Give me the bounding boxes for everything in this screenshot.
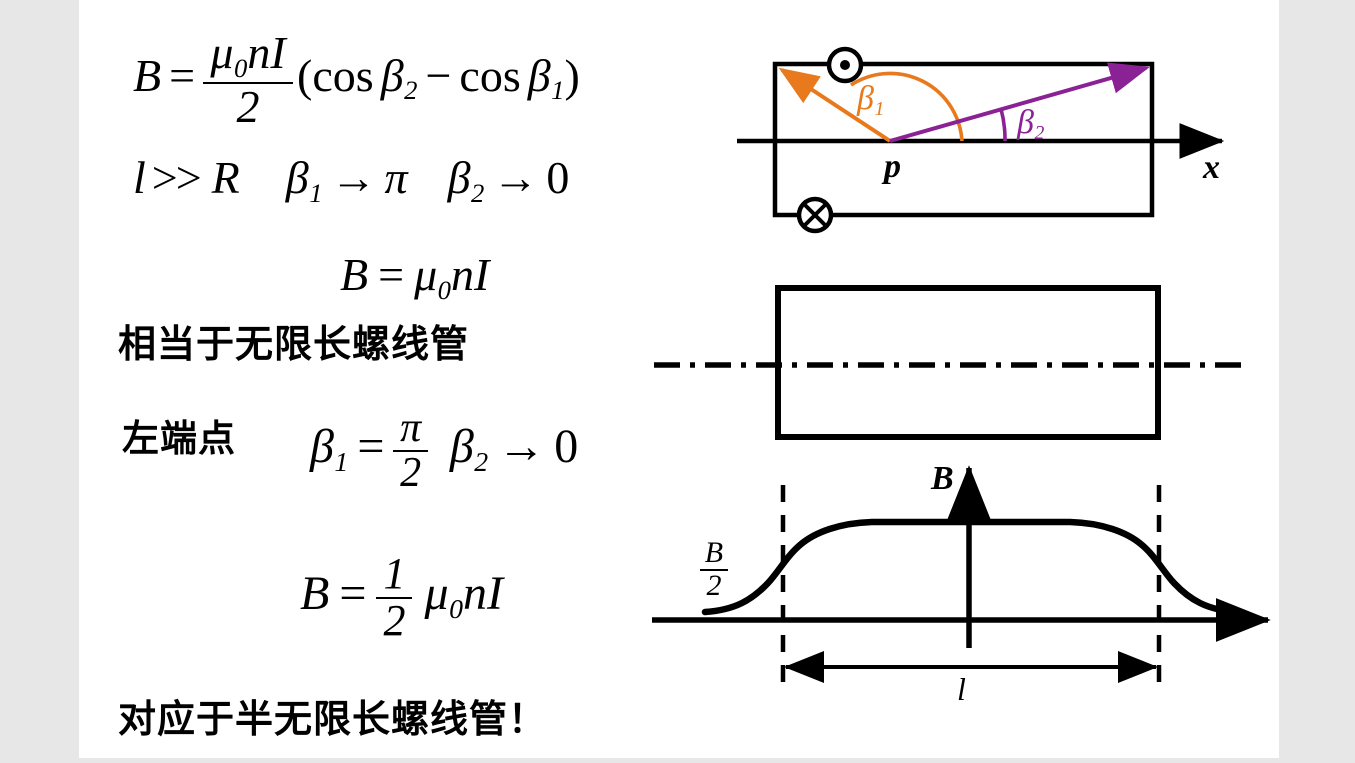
equation-left-endpoint-angles: β1= π 2 β2→0 — [310, 407, 578, 495]
half-b-denominator: 2 — [700, 568, 728, 602]
eq1-denominator: 2 — [203, 81, 294, 131]
eq2-arrow-2: → — [492, 152, 539, 203]
eq1-lhs: B — [133, 49, 162, 101]
eq1-numerator: μ0nI — [210, 27, 286, 83]
eq3-rest: nI — [451, 249, 490, 300]
label-left-endpoint: 左端点 — [122, 417, 236, 460]
half-b-label: B 2 — [700, 536, 728, 602]
length-l-label: l — [957, 671, 966, 707]
point-p-label: p — [884, 148, 901, 185]
eq3-mu: μ — [414, 249, 438, 300]
eq4-frac-num: π — [400, 405, 422, 451]
eq5-frac-den: 2 — [376, 596, 413, 644]
eq4-equals: = — [357, 419, 385, 473]
beta1-label-top: β1 — [857, 82, 884, 120]
eq2-beta-1-sub: 1 — [309, 177, 323, 208]
equation-b-equals-mu0nI: B=μ0nI — [340, 252, 489, 303]
eq2-R: R — [211, 152, 240, 203]
equation-b-equals-half-mu0nI: B= 1 2 μ0nI — [300, 549, 503, 644]
beta2-subscript: 2 — [1034, 122, 1045, 145]
eq1-beta-1: β — [527, 49, 551, 101]
eq1-beta-1-sub: 1 — [551, 75, 565, 106]
eq4-beta-1-sub: 1 — [334, 446, 349, 478]
eq2-pi: π — [384, 152, 408, 203]
eq4-beta-2: β — [449, 419, 474, 473]
eq5-mu: μ — [424, 566, 449, 620]
eq4-beta-1: β — [310, 419, 334, 473]
eq4-arrow: → — [497, 419, 546, 473]
eq1-paren-close: ) — [564, 49, 580, 101]
eq5-equals: = — [339, 566, 367, 620]
eq2-arrow-1: → — [330, 152, 377, 203]
eq3-equals: = — [378, 249, 405, 300]
eq4-zero: 0 — [554, 419, 579, 473]
half-b-numerator: B — [704, 536, 724, 569]
eq5-rest: nI — [462, 566, 503, 620]
beta1-glyph: β — [857, 80, 874, 117]
x-axis-label-top: x — [1203, 149, 1220, 186]
caption-infinite-solenoid: 相当于无限长螺线管 — [118, 322, 470, 366]
eq1-beta-2: β — [380, 49, 404, 101]
eq1-minus: − — [425, 49, 452, 101]
eq3-mu-sub: 0 — [437, 274, 451, 305]
eq3-lhs: B — [340, 249, 369, 300]
eq5-mu-sub: 0 — [449, 593, 463, 625]
plot-b-axis-label: B — [931, 460, 954, 497]
eq1-beta-2-sub: 2 — [404, 75, 418, 106]
caption-semi-infinite-solenoid: 对应于半无限长螺线管！ — [118, 697, 548, 741]
eq4-beta-2-sub: 2 — [474, 446, 489, 478]
eq1-cos-1: cos — [312, 49, 374, 101]
eq5-frac-num: 1 — [383, 549, 406, 598]
eq4-frac-den: 2 — [393, 449, 428, 495]
eq2-l: l — [133, 152, 146, 203]
eq5-lhs: B — [300, 566, 330, 620]
beta2-label-top: β2 — [1017, 106, 1044, 144]
eq2-much-greater: >> — [151, 152, 202, 203]
eq2-beta-2-sub: 2 — [471, 177, 485, 208]
eq1-equals: = — [169, 49, 196, 101]
beta1-subscript: 1 — [874, 98, 885, 121]
eq1-cos-2: cos — [459, 49, 521, 101]
eq2-beta-2: β — [447, 152, 471, 203]
eq1-paren-open: ( — [297, 49, 313, 101]
beta2-glyph: β — [1017, 104, 1034, 141]
eq2-beta-1: β — [285, 152, 309, 203]
eq2-zero: 0 — [546, 152, 570, 203]
